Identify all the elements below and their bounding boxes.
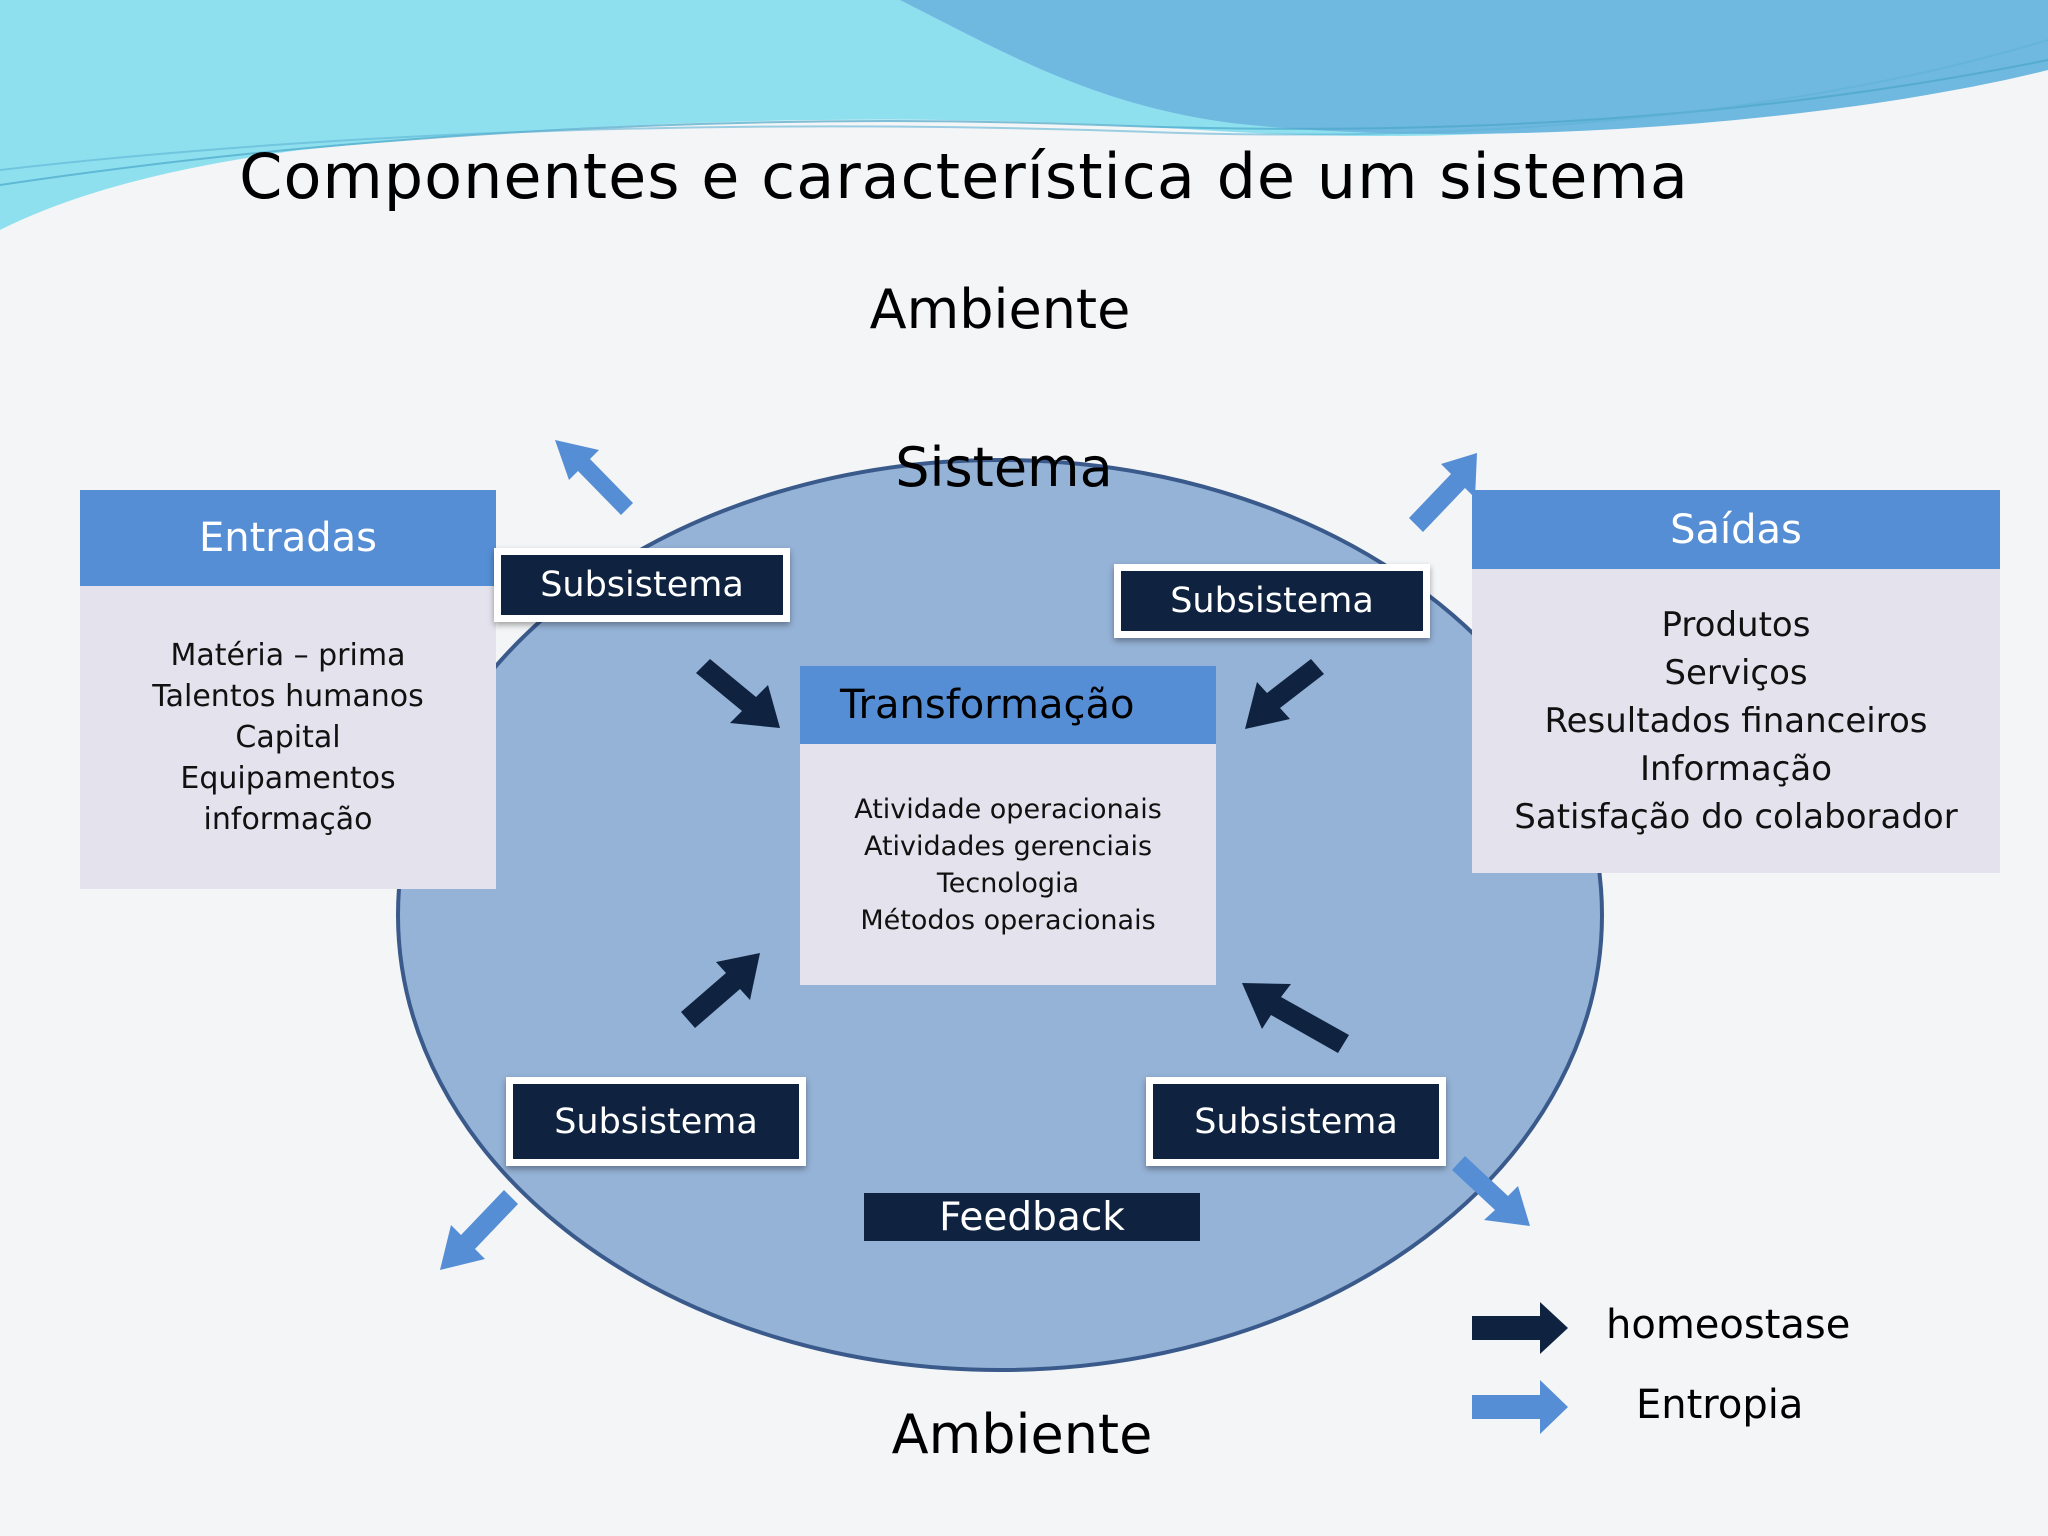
saidas-panel: Saídas Produtos Serviços Resultados fina…: [1472, 490, 2000, 873]
legend-entropia-label: Entropia: [1636, 1382, 1804, 1428]
entradas-list: Matéria – prima Talentos humanos Capital…: [80, 586, 496, 889]
transformacao-item: Atividade operacionais: [854, 793, 1162, 825]
legend-homeostase-label: homeostase: [1606, 1302, 1851, 1348]
subsistema-top-right: Subsistema: [1114, 564, 1430, 638]
entropy-arrow-top-left: [555, 440, 633, 515]
homeostasis-arrow-top-right: [1245, 659, 1324, 729]
entropy-arrow-top-right: [1409, 453, 1477, 532]
entropy-arrows: [440, 440, 1568, 1434]
subsistema-bottom-right: Subsistema: [1146, 1077, 1446, 1166]
legend-homeostase-arrow: [1472, 1302, 1568, 1354]
saidas-item: Resultados financeiros: [1544, 701, 1928, 741]
homeostasis-arrow-bottom-left: [681, 953, 760, 1028]
saidas-item: Produtos: [1661, 605, 1811, 645]
feedback-box: Feedback: [864, 1193, 1200, 1241]
entropy-arrow-bottom-left: [440, 1190, 518, 1270]
entradas-item: Equipamentos: [180, 761, 396, 796]
sistema-label: Sistema: [895, 436, 1113, 499]
transformacao-item: Tecnologia: [936, 867, 1080, 899]
page-title: Componentes e característica de um siste…: [239, 140, 1689, 213]
transformacao-title: Transformação: [800, 666, 1216, 744]
ambiente-bottom-label: Ambiente: [891, 1403, 1153, 1466]
saidas-item: Satisfação do colaborador: [1514, 797, 1958, 837]
entradas-item: Capital: [235, 720, 341, 755]
legend-entropia-arrow: [1472, 1380, 1568, 1434]
entradas-item: Talentos humanos: [152, 679, 424, 714]
saidas-item: Serviços: [1664, 653, 1808, 693]
subsistema-top-left: Subsistema: [494, 548, 790, 622]
entropy-arrow-bottom-right: [1452, 1156, 1530, 1226]
homeostasis-arrow-bottom-right: [1242, 983, 1349, 1053]
transformacao-item: Atividades gerenciais: [863, 830, 1153, 862]
homeostasis-arrows: [681, 659, 1568, 1354]
entradas-title: Entradas: [80, 490, 496, 586]
homeostasis-arrow-top-left: [696, 659, 780, 728]
transformacao-panel: Transformação Atividade operacionais Ati…: [800, 666, 1216, 985]
transformacao-item: Métodos operacionais: [860, 904, 1156, 936]
entradas-item: informação: [203, 802, 373, 837]
saidas-title: Saídas: [1472, 490, 2000, 569]
top-wave-decoration: [0, 0, 2048, 230]
saidas-list: Produtos Serviços Resultados financeiros…: [1472, 569, 2000, 873]
transformacao-list: Atividade operacionais Atividades gerenc…: [800, 744, 1216, 985]
saidas-item: Informação: [1639, 749, 1832, 789]
subsistema-bottom-left: Subsistema: [506, 1077, 806, 1166]
ambiente-top-label: Ambiente: [869, 278, 1131, 341]
entradas-panel: Entradas Matéria – prima Talentos humano…: [80, 490, 496, 889]
entradas-item: Matéria – prima: [170, 638, 406, 673]
